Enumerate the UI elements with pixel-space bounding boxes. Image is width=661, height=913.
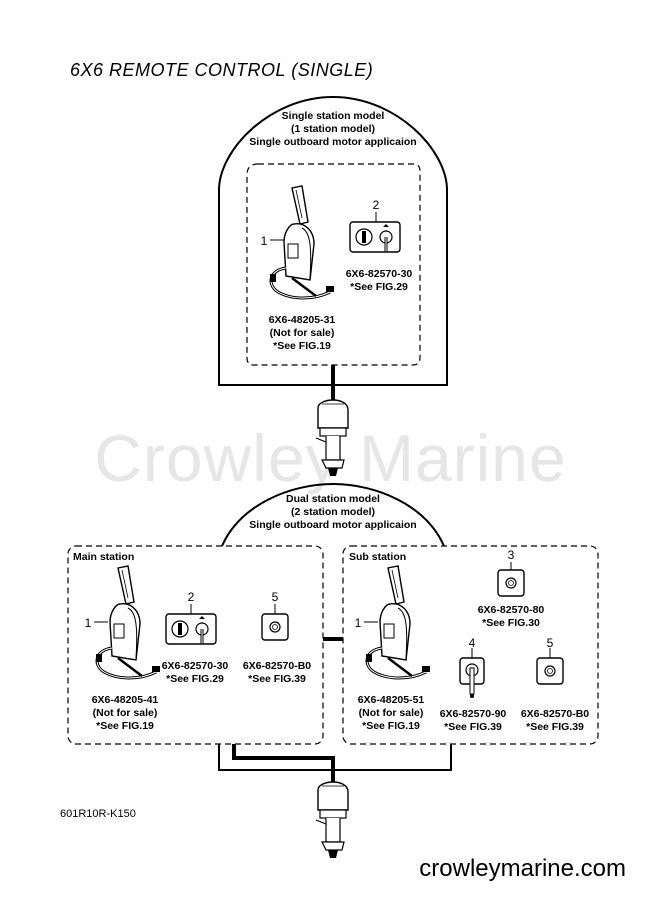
figure-ref: *See FIG.29 xyxy=(350,281,408,293)
part-number: 6X6-82570-30 xyxy=(161,660,229,672)
callout-number: 4 xyxy=(468,636,476,650)
single-item1-label[interactable]: 6X6-48205-31 (Not for sale) *See FIG.19 xyxy=(255,314,349,353)
part-number: 6X6-48205-31 xyxy=(268,314,336,326)
sub-item4-label[interactable]: 6X6-82570-90 *See FIG.39 xyxy=(426,708,520,734)
figure-ref: *See FIG.39 xyxy=(526,721,584,733)
part-number: 6X6-82570-90 xyxy=(439,708,507,720)
part-note: (Not for sale) xyxy=(92,707,158,719)
callout-number: 3 xyxy=(507,548,515,562)
single-station-header-line3: Single outboard motor applicaion xyxy=(249,136,417,148)
callout-number: 2 xyxy=(187,590,195,604)
main-item2-label[interactable]: 6X6-82570-30 *See FIG.29 xyxy=(148,660,242,686)
callout-number: 5 xyxy=(546,636,554,650)
callout-number: 1 xyxy=(84,616,92,630)
callout-number: 1 xyxy=(260,234,268,248)
single-item2-label[interactable]: 6X6-82570-30 *See FIG.29 xyxy=(332,268,426,294)
part-number: 6X6-82570-B0 xyxy=(242,660,312,672)
figure-ref: *See FIG.29 xyxy=(166,673,224,685)
dual-station-header: Dual station model (2 station model) Sin… xyxy=(233,493,433,532)
single-station-header-line1: Single station model xyxy=(281,110,385,122)
figure-ref: *See FIG.39 xyxy=(444,721,502,733)
sub-item3-label[interactable]: 6X6-82570-80 *See FIG.30 xyxy=(464,604,558,630)
part-number: 6X6-48205-51 xyxy=(357,694,425,706)
main-item5-label[interactable]: 6X6-82570-B0 *See FIG.39 xyxy=(230,660,324,686)
callout-number: 5 xyxy=(271,590,279,604)
part-number: 6X6-82570-30 xyxy=(345,268,413,280)
diagram-title: 6X6 REMOTE CONTROL (SINGLE) xyxy=(70,60,374,80)
part-note: (Not for sale) xyxy=(269,327,335,339)
sub-item5-label[interactable]: 6X6-82570-B0 *See FIG.39 xyxy=(508,708,602,734)
dual-station-header-line1: Dual station model xyxy=(286,493,380,505)
dual-station-header-line3: Single outboard motor applicaion xyxy=(249,519,417,531)
figure-ref: *See FIG.19 xyxy=(362,720,420,732)
part-number: 6X6-82570-B0 xyxy=(520,708,590,720)
footer-site-link[interactable]: crowleymarine.com xyxy=(419,855,626,882)
main-item1-label[interactable]: 6X6-48205-41 (Not for sale) *See FIG.19 xyxy=(78,694,172,733)
sub-item1-label[interactable]: 6X6-48205-51 (Not for sale) *See FIG.19 xyxy=(344,694,438,733)
part-number: 6X6-48205-41 xyxy=(91,694,159,706)
single-station-header: Single station model (1 station model) S… xyxy=(233,110,433,149)
dual-station-header-line2: (2 station model) xyxy=(290,506,375,518)
part-number: 6X6-82570-80 xyxy=(477,604,545,616)
main-station-label: Main station xyxy=(73,551,135,563)
sub-station-label: Sub station xyxy=(349,551,407,563)
figure-ref: *See FIG.39 xyxy=(248,673,306,685)
single-station-header-line2: (1 station model) xyxy=(290,123,375,135)
figure-ref: *See FIG.30 xyxy=(482,617,540,629)
callout-number: 2 xyxy=(372,198,380,212)
callout-number: 1 xyxy=(354,616,362,630)
figure-ref: *See FIG.19 xyxy=(273,340,331,352)
figure-ref: *See FIG.19 xyxy=(96,720,154,732)
part-note: (Not for sale) xyxy=(358,707,424,719)
diagram-code: 601R10R-K150 xyxy=(60,808,136,820)
